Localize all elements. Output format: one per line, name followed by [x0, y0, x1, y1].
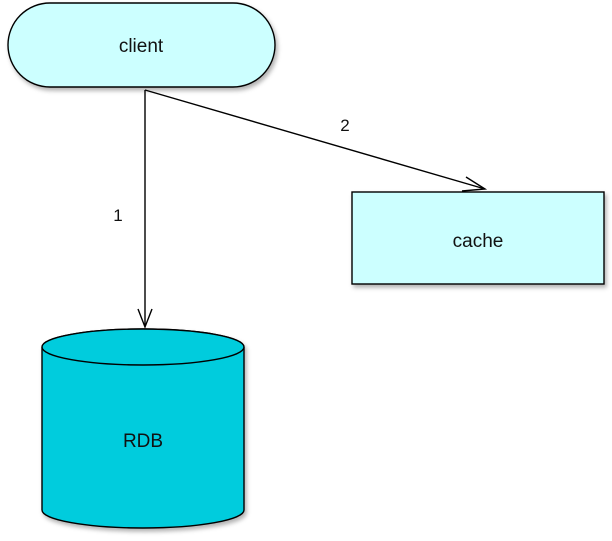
rdb-node-label: RDB [123, 431, 163, 452]
client-node-shape [7, 2, 276, 88]
cache-node-shape [351, 191, 605, 285]
cache-node[interactable] [351, 191, 605, 285]
arrowhead-icon [461, 176, 488, 192]
edge-client-to-cache: 2 [144, 89, 488, 192]
edge-label-2: 2 [340, 116, 349, 135]
edge-line [144, 89, 486, 190]
rdb-cylinder-top [41, 328, 245, 366]
client-node-label: client [119, 36, 164, 57]
rdb-node[interactable] [41, 328, 245, 529]
client-node[interactable] [7, 2, 276, 88]
cache-node-label: cache [453, 231, 504, 252]
arrowhead-icon [137, 308, 153, 329]
edge-label-1: 1 [113, 206, 122, 225]
edge-client-to-rdb: 1 [113, 90, 153, 329]
